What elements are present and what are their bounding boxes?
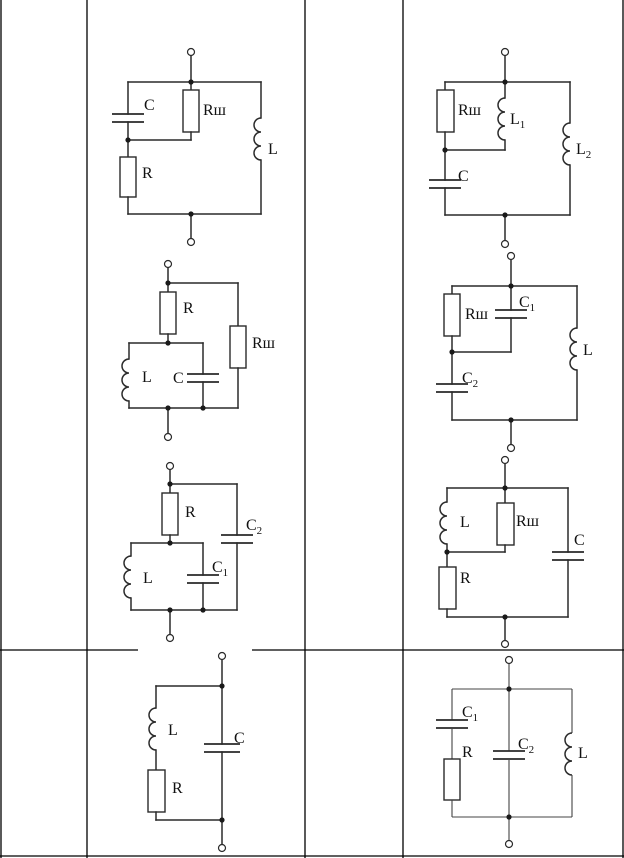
resistor-label: R — [172, 780, 183, 797]
circuit-2: R L C Rш — [121, 259, 276, 442]
circuit-3: R L C1 C2 — [123, 461, 262, 643]
circuit-5: Rш L1 L2 C — [429, 47, 591, 249]
shunt-resistor-label: Rш — [203, 102, 227, 119]
capacitor-label: C — [173, 370, 184, 387]
inductor-label: L — [142, 369, 152, 386]
inductor-label: L — [583, 342, 593, 359]
shunt-resistor-label: Rш — [465, 306, 489, 323]
inductor-l2-label: L2 — [576, 141, 591, 161]
resistor-label: R — [185, 504, 196, 521]
capacitor-c2-label: C2 — [462, 370, 478, 390]
capacitor-c1-label: C1 — [519, 294, 535, 314]
shunt-resistor-label: Rш — [252, 335, 276, 352]
inductor-label: L — [143, 570, 153, 587]
circuit-4: L R C — [147, 651, 245, 853]
shunt-resistor-label: Rш — [516, 513, 540, 530]
resistor-label: R — [460, 570, 471, 587]
capacitor-label: C — [234, 730, 245, 747]
resistor-label: R — [142, 165, 153, 182]
inductor-label: L — [578, 745, 588, 762]
circuit-7: L Rш C R — [438, 455, 585, 649]
capacitor-c2-label: C2 — [518, 736, 534, 756]
circuit-1: C R Rш L — [112, 47, 278, 247]
inductor-label: L — [460, 514, 470, 531]
circuit-6: Rш C1 L C2 — [436, 251, 593, 453]
capacitor-label: C — [144, 97, 155, 114]
resistor-label: R — [183, 300, 194, 317]
capacitor-label: C — [458, 168, 469, 185]
capacitor-c1-label: C1 — [212, 559, 228, 579]
inductor-label: L — [168, 722, 178, 739]
inductor-label: L — [268, 141, 278, 158]
circuit-8: C1 R C2 L — [436, 655, 588, 849]
inductor-l1-label: L1 — [510, 111, 525, 131]
resistor-label: R — [462, 744, 473, 761]
shunt-resistor-label: Rш — [458, 102, 482, 119]
capacitor-label: C — [574, 532, 585, 549]
capacitor-c1-label: C1 — [462, 704, 478, 724]
capacitor-c2-label: C2 — [246, 517, 262, 537]
